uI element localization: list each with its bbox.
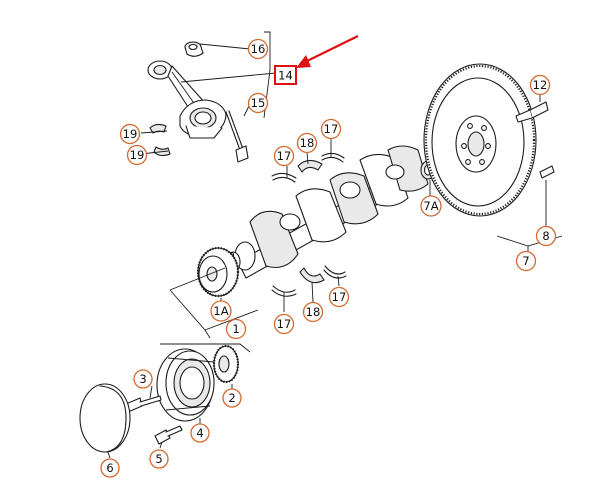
crank-cover-plate [79,383,131,453]
callout-17-upper-right-label: 17 [324,122,339,136]
callout-14-label: 14 [278,69,293,83]
upper-bearing-shells [271,152,345,183]
pulley-bolt-flange [154,425,183,445]
dowel-pin [539,165,555,179]
callout-1-label: 1 [232,322,239,336]
callout-17-lower-left-label: 17 [277,317,292,331]
callout-16: 16 [247,38,269,60]
crank-gear [196,246,240,298]
highlight-arrow [296,35,359,68]
callout-14-highlighted: 14 [274,65,297,85]
callout-15-label: 15 [251,96,266,110]
callout-7A-label: 7A [423,199,438,213]
callout-6: 6 [100,458,120,478]
callout-19-upper-label: 19 [123,127,138,141]
callout-5-label: 5 [155,452,162,466]
callout-7: 7 [515,250,537,272]
callout-17-upper-right: 17 [320,118,342,140]
callout-2-label: 2 [228,391,235,405]
callout-18-upper-label: 18 [300,136,315,150]
pulley-bolt-short [125,395,162,413]
callout-4: 4 [190,423,210,443]
callout-17-upper-left-label: 17 [277,149,292,163]
connecting-rod-group [140,31,277,163]
callout-1A: 1A [210,300,232,322]
crankshaft [217,145,429,281]
timing-gear [212,344,240,384]
callout-4-label: 4 [196,426,203,440]
callout-12: 12 [529,74,551,96]
callout-1A-label: 1A [213,304,228,318]
callout-5: 5 [149,449,169,469]
callout-3: 3 [133,369,153,389]
callout-7A: 7A [420,195,442,217]
callout-18-lower-label: 18 [306,305,321,319]
lower-bearing-shells [271,265,347,297]
callout-17-upper-left: 17 [273,145,295,167]
callout-17-lower-right-label: 17 [332,290,347,304]
callout-8-label: 8 [542,229,549,243]
callout-15: 15 [247,92,269,114]
leader-lines [107,48,541,459]
callout-16-label: 16 [251,42,266,56]
callout-7-label: 7 [522,254,529,268]
small-end-bushing [184,41,204,57]
callout-12-label: 12 [533,78,548,92]
callout-2: 2 [222,388,242,408]
flywheel [423,63,537,217]
flywheel-bolt [515,101,549,123]
callout-19-lower-label: 19 [130,148,145,162]
connecting-rod [147,60,227,139]
callout-18-lower: 18 [302,301,324,323]
callout-19-lower: 19 [126,144,148,166]
callout-17-lower-left: 17 [273,313,295,335]
callout-17-lower-right: 17 [328,286,350,308]
vibration-damper [156,348,215,422]
callout-8: 8 [535,225,557,247]
rod-bolt [225,110,249,163]
callout-3-label: 3 [139,372,146,386]
callout-19-upper: 19 [119,123,141,145]
callout-6-label: 6 [106,461,113,475]
callout-18-upper: 18 [296,132,318,154]
callout-1: 1 [225,318,247,340]
